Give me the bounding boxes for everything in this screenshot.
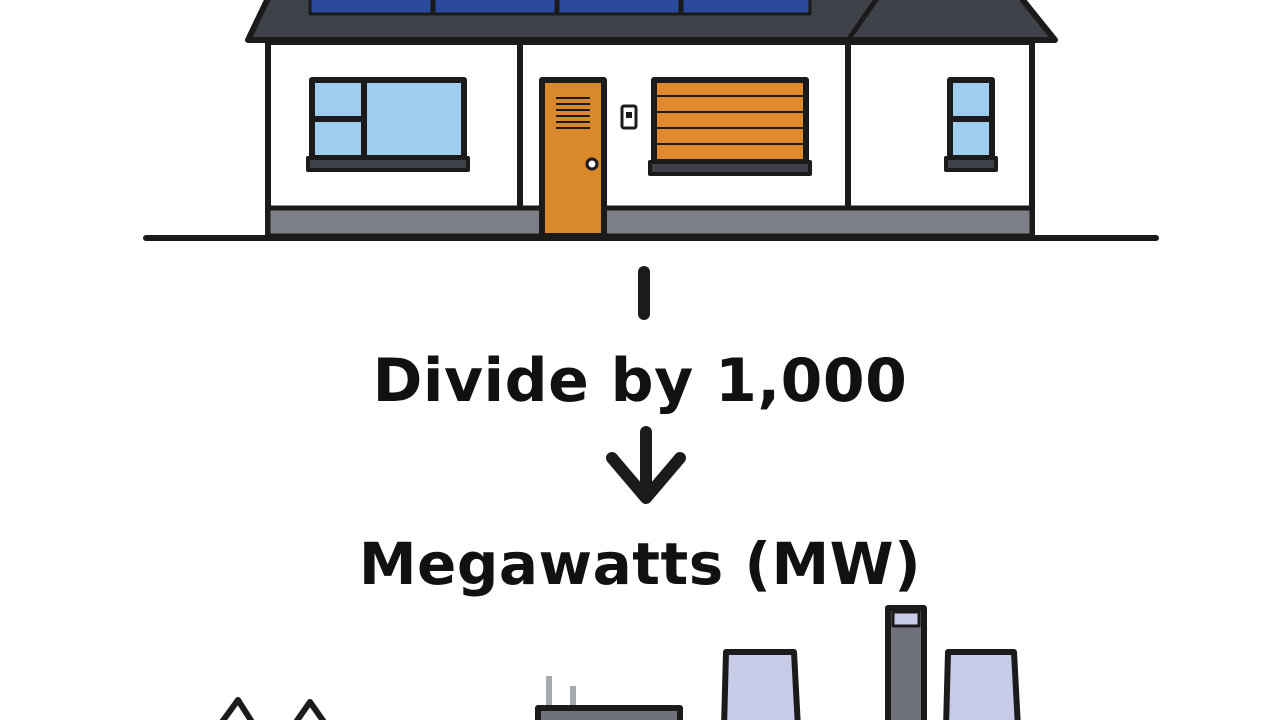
power-plant-icon xyxy=(219,605,1021,720)
foundation xyxy=(265,205,1035,239)
megawatts-label: Megawatts (MW) xyxy=(358,530,922,598)
window-left xyxy=(306,77,470,172)
divide-step-label: Divide by 1,000 xyxy=(372,346,908,416)
mountains-icon xyxy=(219,697,327,720)
house-wall-right xyxy=(845,39,1035,239)
window-right xyxy=(944,77,998,172)
solar-panel-icon xyxy=(308,0,812,16)
door xyxy=(539,77,607,239)
window-shutter xyxy=(648,77,812,176)
arrow-down-icon xyxy=(606,426,686,504)
house-icon xyxy=(245,0,1058,239)
